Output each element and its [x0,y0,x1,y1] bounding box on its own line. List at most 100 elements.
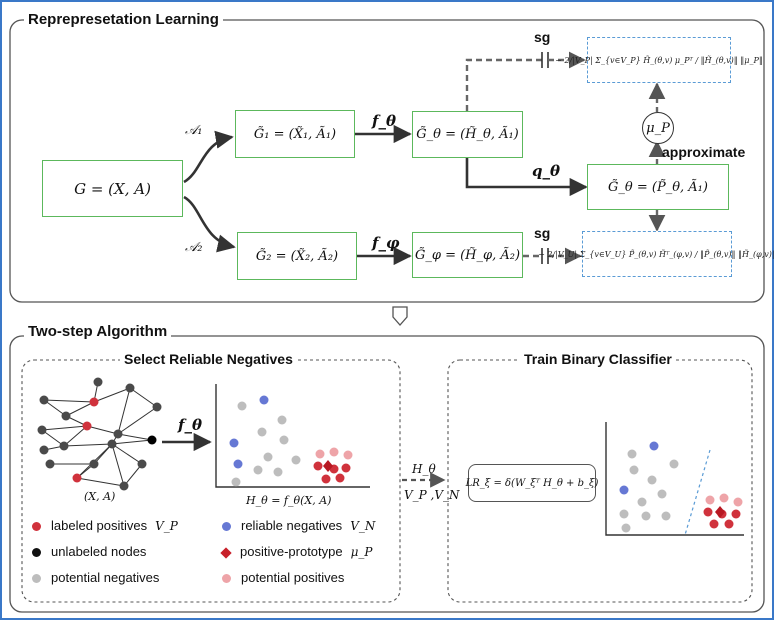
potential-negative-point [263,452,273,462]
graph-edge [63,443,113,447]
sg-top-path [465,58,542,111]
potential-positive-point [719,493,729,503]
graph-node [39,395,49,405]
embedding-scatter [229,395,353,487]
legend-label: reliable negatives [241,518,343,533]
graph-edge [41,429,65,447]
legend-label: labeled positives [51,518,148,533]
embedding2-box: G̃_φ = (H̃_φ, Ã₂) [412,232,523,278]
classifier-scatter [619,441,743,533]
legend-item: potential negatives [32,570,159,585]
graph-edge [111,443,143,465]
legend-label: potential negatives [51,570,160,585]
graph-edge [63,425,88,447]
legend-item: reliable negatives V_N [222,518,375,533]
potential-negative-point [647,475,657,485]
prototype-marker [323,460,333,472]
sg-top-label: sg [534,29,551,45]
potential-negative-point [661,511,671,521]
labeled-positive-point [709,519,719,529]
graph-node [61,411,71,421]
input-graph-box: G = (X, A) [42,160,183,217]
diamond-icon [220,546,232,559]
dot-icon [32,574,41,584]
graph-caption: (X, A) [84,490,116,503]
loss-positive-box: − 2/|V_P| Σ_{v∈V_P} H̃_(θ,v) μ_Pᵀ / ‖H̃_… [555,37,763,83]
legend-item: potential positives [222,570,344,585]
classifier-title: Train Binary Classifier [520,351,676,367]
graph-node [125,383,135,393]
prototype-marker [715,506,725,518]
potential-negative-point [641,511,651,521]
potential-negative-point [669,459,679,469]
potential-negative-point [629,465,639,475]
graph-node [137,459,147,469]
potential-negative-point [627,449,637,459]
legend-symbol: V_P [155,519,178,533]
potential-positive-point [315,449,325,459]
potential-negative-point [619,509,629,519]
labeled-positive-point [313,461,323,471]
graph-node [89,397,99,407]
section-two-step-frame [9,335,765,613]
potential-negative-point [257,427,267,437]
enc2-label: f_φ [372,234,400,252]
legend-item: unlabeled nodes [32,544,146,559]
select-negatives-title: Select Reliable Negatives [120,351,297,367]
graph-edge [123,463,143,487]
potential-positive-point [705,495,715,505]
graph-node [119,481,129,491]
potential-negative-point [621,523,631,533]
aug1-arrow [183,130,234,184]
legend-symbol: V_N [350,519,376,533]
graph-node [59,441,69,451]
proj-arrow [465,158,588,197]
potential-negative-point [657,489,667,499]
dot-icon [222,574,231,584]
labeled-positive-point [724,519,734,529]
potential-negative-point [231,477,241,487]
graph-edge [86,425,119,435]
graph-edge [117,433,153,441]
graph-edge [43,399,67,417]
graph-edge [129,387,158,408]
embed-axes [215,384,370,488]
legend-label: unlabeled nodes [51,544,147,559]
graph-node [37,425,47,435]
transfer-label-top: H_θ [412,462,436,476]
labeled-positive-point [321,474,331,484]
graph-node [82,421,92,431]
labeled-positive-point [335,473,345,483]
potential-negative-point [273,467,283,477]
dot-icon [32,522,41,532]
potential-negative-point [253,465,263,475]
potential-negative-point [279,435,289,445]
aug2-label: 𝒜₂ [185,240,203,255]
legend-symbol: μ_P [350,545,373,559]
graph-edge [117,387,131,435]
potential-negative-point [277,415,287,425]
legend-item: labeled positives V_P [32,518,178,533]
graph-edge [76,477,125,487]
decision-boundary [684,449,711,536]
loss-unlabeled-box: − 2/|V_U| Σ_{v∈V_U} P̃_(θ,v) H̃ᵀ_(φ,v) /… [538,231,774,277]
graph-edge [111,439,153,445]
graph-node [147,435,157,445]
approximate-label: approximate [662,144,746,160]
aug1-label: 𝒜₁ [185,123,203,138]
sg-bottom-label: sg [534,225,551,241]
reliable-negative-point [229,438,239,448]
legend-label: potential positives [241,570,345,585]
graph-node [72,473,82,483]
section-title-two-step: Two-step Algorithm [24,323,172,340]
section-representation-frame [9,19,765,303]
input-graph [37,377,162,491]
enc-label-2: f_θ [178,416,202,434]
graph-edge [93,387,131,403]
dot-icon [222,522,231,532]
labeled-positive-point [703,507,713,517]
view1-box: G̃₁ = (X̃₁, Ã₁) [235,110,355,158]
potential-negative-point [237,401,247,411]
dot-icon [32,548,41,558]
